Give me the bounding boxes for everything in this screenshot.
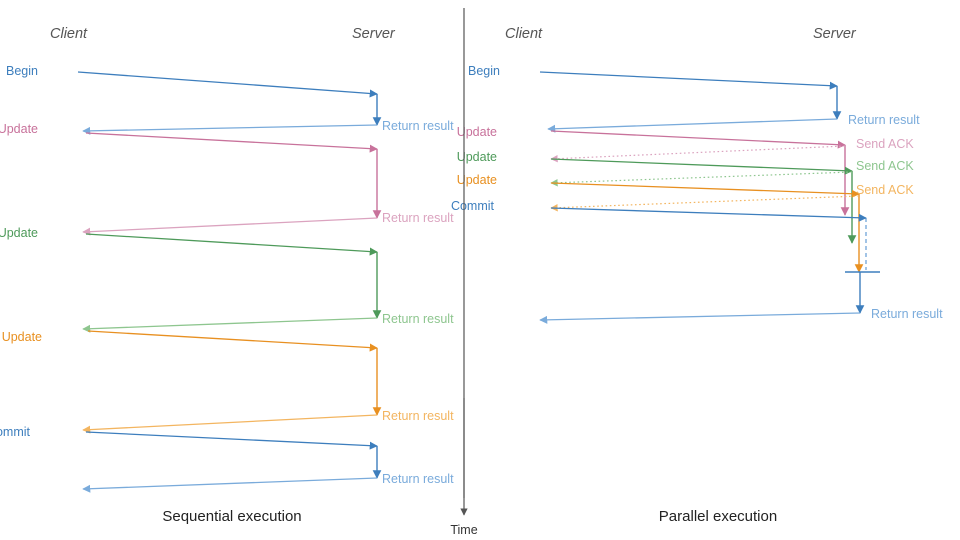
message-label: Return result xyxy=(871,307,943,321)
message-arrow xyxy=(550,158,853,175)
message-arrow xyxy=(82,317,378,333)
message-label: Return result xyxy=(382,472,454,486)
time-axis-label: Time xyxy=(450,523,477,537)
lane-title-client: Client xyxy=(50,26,88,42)
lane-title-server: Server xyxy=(813,26,857,42)
message-arrow xyxy=(87,330,378,352)
message-label: Update xyxy=(457,173,497,187)
message-arrow xyxy=(82,414,378,434)
message-label: Commit xyxy=(0,425,31,439)
message-label: Begin xyxy=(6,64,38,78)
lane-title-client: Client xyxy=(505,26,543,42)
message-arrow xyxy=(539,312,861,324)
message-arrow xyxy=(550,207,867,222)
message-label: Update xyxy=(457,150,497,164)
message-label: Send ACK xyxy=(856,159,914,173)
panel-caption: Sequential execution xyxy=(162,508,301,525)
message-label: Send ACK xyxy=(856,183,914,197)
message-arrow xyxy=(550,145,846,163)
message-label: Return result xyxy=(382,409,454,423)
time-axis: Time xyxy=(450,398,478,537)
message-arrow xyxy=(550,195,860,212)
message-arrow xyxy=(85,431,378,450)
message-arrow xyxy=(82,477,378,493)
message-arrow xyxy=(85,132,378,153)
message-arrow xyxy=(82,124,378,135)
message-arrow xyxy=(539,71,838,90)
message-label: Return result xyxy=(382,119,454,133)
message-label: Return result xyxy=(382,312,454,326)
message-label: Return result xyxy=(848,113,920,127)
message-label: Commit xyxy=(451,199,495,213)
message-arrow xyxy=(85,233,378,256)
message-arrow xyxy=(547,118,838,133)
message-label: Send ACK xyxy=(856,137,914,151)
message-label: Update xyxy=(2,330,42,344)
message-arrow xyxy=(82,217,378,236)
message-label: Update xyxy=(0,122,38,136)
message-arrow xyxy=(77,71,378,98)
message-label: Update xyxy=(457,125,497,139)
panel-caption: Parallel execution xyxy=(659,508,777,525)
message-label: Update xyxy=(0,226,38,240)
message-arrow xyxy=(550,182,860,198)
message-arrow xyxy=(550,130,846,149)
message-label: Return result xyxy=(382,211,454,225)
message-label: Begin xyxy=(468,64,500,78)
lane-title-server: Server xyxy=(352,26,396,42)
